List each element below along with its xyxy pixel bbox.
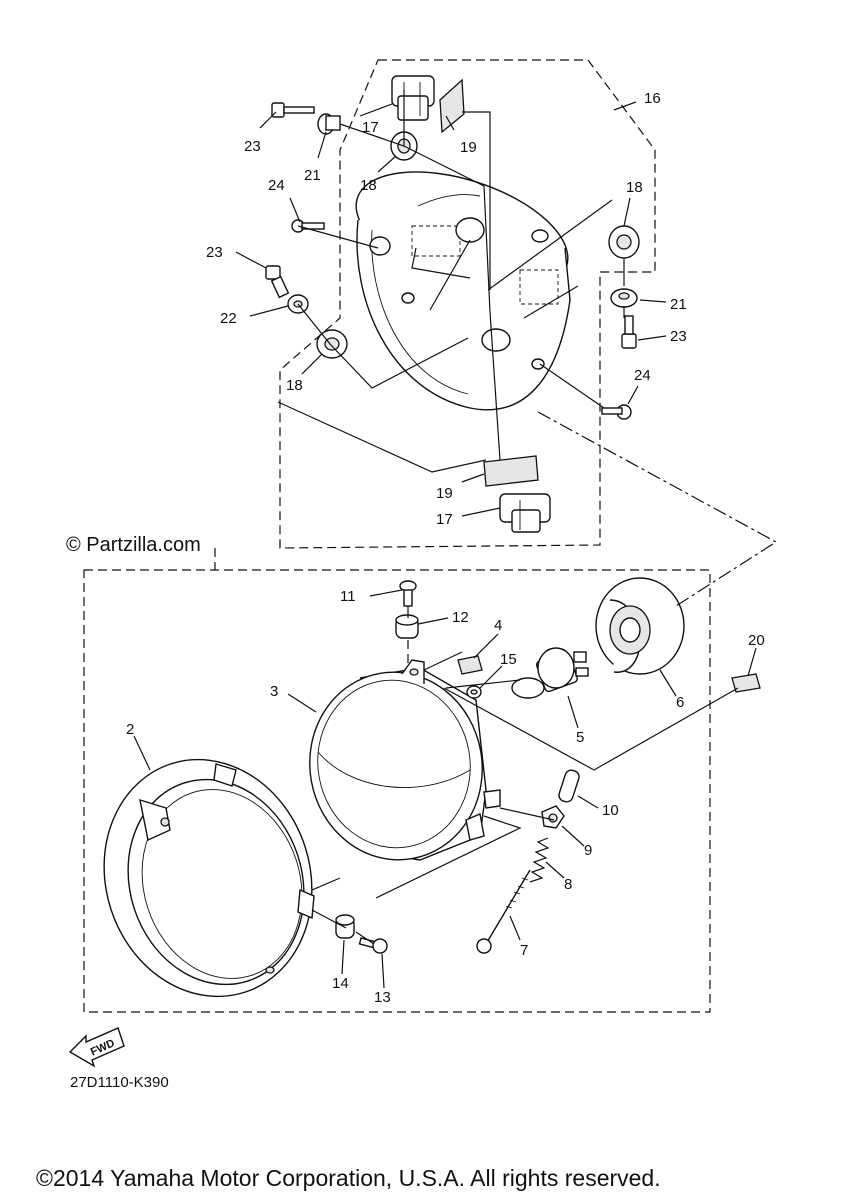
callout-19-top: 19 xyxy=(460,139,477,156)
part-9-nut xyxy=(541,805,565,829)
callout-10: 10 xyxy=(602,802,619,819)
callout-13: 13 xyxy=(374,989,391,1006)
callout-5: 5 xyxy=(576,729,584,746)
callout-11: 11 xyxy=(340,588,356,605)
callout-23-top: 23 xyxy=(244,138,261,155)
part-21-top-collar xyxy=(317,113,341,135)
callout-24-upper: 24 xyxy=(268,177,285,194)
part-18-left xyxy=(316,329,348,359)
part-8-spring xyxy=(529,837,550,883)
callout-20: 20 xyxy=(748,632,765,649)
callout-21-right: 21 xyxy=(670,296,687,313)
callout-21-top: 21 xyxy=(304,167,321,184)
part-23-top-bolt xyxy=(271,102,315,118)
callout-16: 16 xyxy=(644,90,661,107)
part-2-rim xyxy=(103,758,315,998)
callout-9: 9 xyxy=(584,842,592,859)
callout-22: 22 xyxy=(220,310,237,327)
part-5-bulb xyxy=(511,647,589,699)
upper-leader-lines xyxy=(277,90,625,473)
part-15-nut xyxy=(466,685,482,699)
part-4-plate xyxy=(457,655,483,675)
part-19-top xyxy=(439,78,465,134)
callout-18-left: 18 xyxy=(286,377,303,394)
part-13-screw xyxy=(358,937,388,954)
callout-2: 2 xyxy=(126,721,134,738)
part-21-right-collar xyxy=(610,288,638,308)
watermark-text: © Partzilla.com xyxy=(66,534,201,556)
callout-leaders xyxy=(133,101,757,989)
callout-7: 7 xyxy=(520,942,528,959)
part-17-bottom xyxy=(499,493,551,533)
callout-8: 8 xyxy=(564,876,572,893)
part-14-grommet xyxy=(335,914,355,939)
callout-15: 15 xyxy=(500,651,517,668)
callout-3: 3 xyxy=(270,683,278,700)
callout-18-top: 18 xyxy=(360,177,377,194)
part-6-boot xyxy=(595,577,685,675)
callout-4: 4 xyxy=(494,617,502,634)
part-3-headlight-unit xyxy=(309,659,501,861)
headlight-housing xyxy=(355,171,571,411)
fwd-arrow-icon: FWD xyxy=(68,1027,125,1068)
callout-12: 12 xyxy=(452,609,469,626)
callout-18-right: 18 xyxy=(626,179,643,196)
diagram-code: 27D1110-K390 xyxy=(70,1074,169,1091)
part-24-upper-screw xyxy=(291,219,325,233)
part-19-bottom xyxy=(483,455,539,487)
lower-leader-lines xyxy=(311,606,739,945)
part-10-sleeve xyxy=(558,769,580,803)
callout-23-left: 23 xyxy=(206,244,223,261)
callout-23-right: 23 xyxy=(670,328,687,345)
part-12-grommet xyxy=(395,614,419,639)
connector-line xyxy=(537,411,778,607)
callout-17-bottom: 17 xyxy=(436,511,453,528)
callout-19-bottom: 19 xyxy=(436,485,453,502)
copyright-text: ©2014 Yamaha Motor Corporation, U.S.A. A… xyxy=(36,1165,661,1191)
callout-6: 6 xyxy=(676,694,684,711)
part-11-screw xyxy=(399,580,417,607)
part-18-right xyxy=(608,225,640,259)
callout-14: 14 xyxy=(332,975,349,992)
group-16-outline xyxy=(279,59,656,549)
part-23-left-bolt xyxy=(265,265,290,299)
part-24-lower-screw xyxy=(601,404,632,420)
group-lower-outline xyxy=(83,569,711,1013)
part-17-top xyxy=(391,75,435,121)
callout-17-top: 17 xyxy=(362,119,379,136)
callout-24-lower: 24 xyxy=(634,367,651,384)
part-7-screw xyxy=(476,869,531,954)
part-23-right-bolt xyxy=(621,315,637,349)
